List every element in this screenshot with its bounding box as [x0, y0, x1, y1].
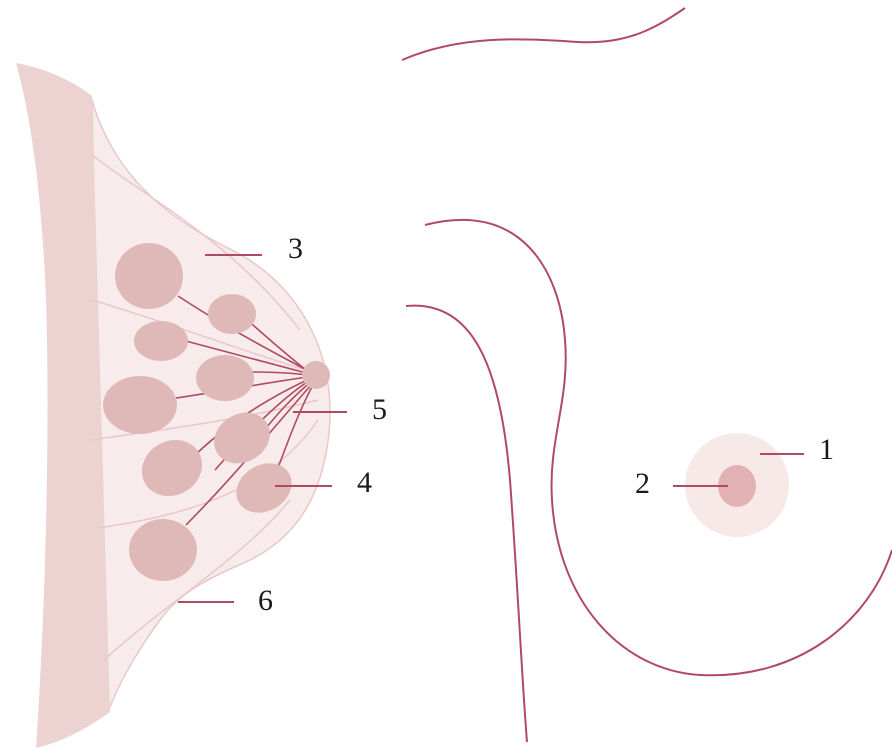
label-4: 4 [357, 466, 372, 499]
label-6: 6 [258, 584, 273, 617]
cross-section: 3 5 4 6 [16, 63, 387, 748]
nipple-areola: 1 2 [635, 433, 834, 537]
label-3: 3 [288, 232, 303, 265]
body-outline [402, 8, 892, 742]
lobule [196, 355, 254, 401]
label-2: 2 [635, 467, 650, 500]
label-1: 1 [819, 433, 834, 466]
lobule [129, 519, 197, 581]
label-5: 5 [372, 393, 387, 426]
nipple-tip [302, 361, 330, 389]
lobule [103, 376, 177, 434]
lobule [134, 321, 188, 361]
lobule [208, 294, 256, 334]
shoulder-line [402, 8, 685, 60]
lobule [115, 243, 183, 309]
arm-outline [406, 306, 527, 742]
